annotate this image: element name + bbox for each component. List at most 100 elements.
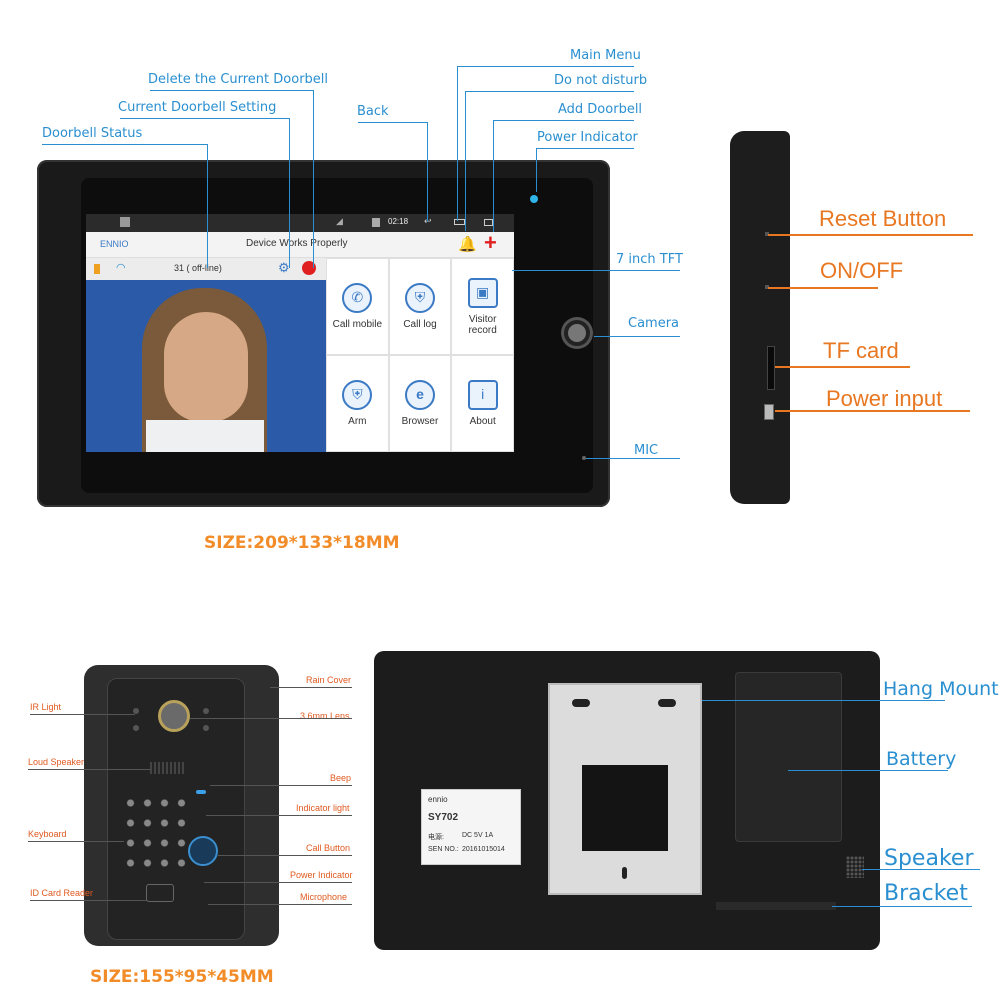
callout-do-not-disturb: Do not disturb bbox=[554, 73, 648, 88]
leader-line bbox=[204, 882, 352, 883]
add-doorbell-icon[interactable]: + bbox=[484, 230, 497, 255]
shield-icon: ⛨ bbox=[404, 283, 435, 313]
phone-icon: ✆ bbox=[342, 283, 373, 313]
callout-battery: Battery bbox=[886, 748, 957, 770]
callout-on-off: ON/OFF bbox=[820, 258, 904, 283]
tile-label: Browser bbox=[401, 416, 439, 427]
leader-line bbox=[28, 769, 150, 770]
monitor-side-view bbox=[730, 131, 790, 504]
doorbell-status-row: ◠ 31 ( off-line) ⚙ bbox=[86, 258, 326, 280]
power-indicator-led bbox=[530, 195, 538, 203]
info-icon: i bbox=[467, 380, 498, 410]
leader-line bbox=[358, 122, 428, 123]
status-bar: ◢ 02:18 ↩ bbox=[86, 214, 514, 232]
callout-indicator-light: Indicator light bbox=[296, 803, 350, 813]
callout-bracket: Bracket bbox=[884, 881, 968, 906]
ir-light bbox=[203, 708, 209, 714]
wifi-icon: ◠ bbox=[116, 262, 126, 274]
callout-door-power-indicator: Power Indicator bbox=[290, 870, 353, 880]
callout-lens: 3.6mm Lens bbox=[300, 711, 350, 721]
leader-line bbox=[270, 687, 352, 688]
leader-line bbox=[586, 458, 680, 459]
leader-line bbox=[775, 366, 910, 368]
monitor-size-label: SIZE:209*133*18MM bbox=[204, 533, 400, 553]
ir-light bbox=[133, 708, 139, 714]
reset-button-hole bbox=[765, 232, 769, 236]
visitor-clothing bbox=[146, 420, 264, 452]
battery-compartment bbox=[735, 672, 842, 842]
leader-line bbox=[30, 714, 135, 715]
tile-label: Call log bbox=[403, 319, 437, 330]
tile-about[interactable]: i About bbox=[451, 355, 514, 452]
leader-line bbox=[594, 336, 680, 337]
leader-line bbox=[206, 815, 352, 816]
leader-line bbox=[768, 234, 973, 236]
battery-status-icon bbox=[372, 218, 380, 227]
photo-icon: ▣ bbox=[467, 277, 498, 308]
leader-line bbox=[788, 770, 948, 771]
status-message: Device Works Properly bbox=[246, 238, 348, 249]
brand-label: ENNIO bbox=[100, 239, 129, 249]
leader-line bbox=[465, 91, 634, 92]
leader-line bbox=[465, 91, 466, 231]
callout-delete-doorbell: Delete the Current Doorbell bbox=[148, 72, 329, 87]
call-button bbox=[188, 836, 218, 866]
callout-main-menu: Main Menu bbox=[570, 48, 641, 63]
callout-camera: Camera bbox=[628, 316, 680, 331]
leader-line bbox=[493, 120, 494, 232]
leader-line bbox=[862, 869, 980, 870]
callout-mic: MIC bbox=[634, 443, 659, 458]
callout-loud-speaker: Loud Speaker bbox=[28, 757, 85, 767]
tile-label: Arm bbox=[348, 416, 367, 427]
leader-line bbox=[457, 66, 634, 67]
mount-slot bbox=[572, 699, 590, 707]
status-time: 02:18 bbox=[388, 217, 409, 226]
leader-line bbox=[493, 120, 634, 121]
callout-tf-card: TF card bbox=[823, 338, 899, 363]
mount-slot bbox=[658, 699, 676, 707]
leader-line bbox=[427, 122, 428, 222]
leader-line bbox=[150, 90, 314, 91]
tile-arm[interactable]: ⛨ Arm bbox=[326, 355, 389, 452]
wifi-status-icon: ◢ bbox=[336, 216, 343, 226]
recent-nav-icon[interactable] bbox=[484, 219, 493, 226]
leader-line bbox=[207, 144, 208, 268]
tile-call-mobile[interactable]: ✆ Call mobile bbox=[326, 258, 389, 355]
leader-line bbox=[536, 148, 634, 149]
sticker-model: SY702 bbox=[428, 812, 459, 823]
hang-mount-plate bbox=[548, 683, 702, 895]
keypad bbox=[122, 793, 190, 871]
bracket-bar bbox=[716, 902, 836, 910]
app-grid: ✆ Call mobile ⛨ Call log ▣ Visitor recor… bbox=[326, 258, 514, 452]
screen-ui: ◢ 02:18 ↩ ENNIO Device Works Properly 🔔 … bbox=[86, 214, 514, 452]
leader-line bbox=[536, 148, 537, 192]
home-nav-icon[interactable] bbox=[454, 219, 465, 225]
leader-line bbox=[210, 785, 352, 786]
leader-line bbox=[120, 118, 290, 119]
leader-line bbox=[30, 900, 148, 901]
battery-icon bbox=[94, 264, 100, 274]
callout-rain-cover: Rain Cover bbox=[306, 675, 352, 685]
power-input-port bbox=[764, 404, 774, 420]
leader-line bbox=[208, 904, 352, 905]
mount-window bbox=[582, 765, 668, 851]
leader-line bbox=[832, 906, 972, 907]
callout-doorbell-status: Doorbell Status bbox=[42, 126, 143, 141]
delete-doorbell-icon[interactable] bbox=[302, 261, 316, 275]
visitor-face-skin bbox=[164, 312, 248, 422]
leader-line bbox=[313, 90, 314, 268]
settings-gear-icon[interactable]: ⚙ bbox=[278, 260, 290, 275]
leader-line bbox=[775, 410, 970, 412]
notification-icon bbox=[120, 217, 130, 227]
callout-call-button: Call Button bbox=[306, 843, 351, 853]
tile-browser[interactable]: e Browser bbox=[388, 355, 452, 452]
tile-visitor-record[interactable]: ▣ Visitor record bbox=[451, 258, 514, 355]
do-not-disturb-icon[interactable]: 🔔 bbox=[458, 236, 477, 253]
tf-card-slot bbox=[767, 346, 775, 390]
sticker-line1-label: 电源: bbox=[428, 834, 444, 841]
callout-keyboard: Keyboard bbox=[28, 829, 67, 839]
leader-line bbox=[457, 66, 458, 221]
tile-call-log[interactable]: ⛨ Call log bbox=[388, 258, 452, 355]
mic-hole bbox=[582, 456, 586, 460]
leader-line bbox=[190, 718, 352, 719]
